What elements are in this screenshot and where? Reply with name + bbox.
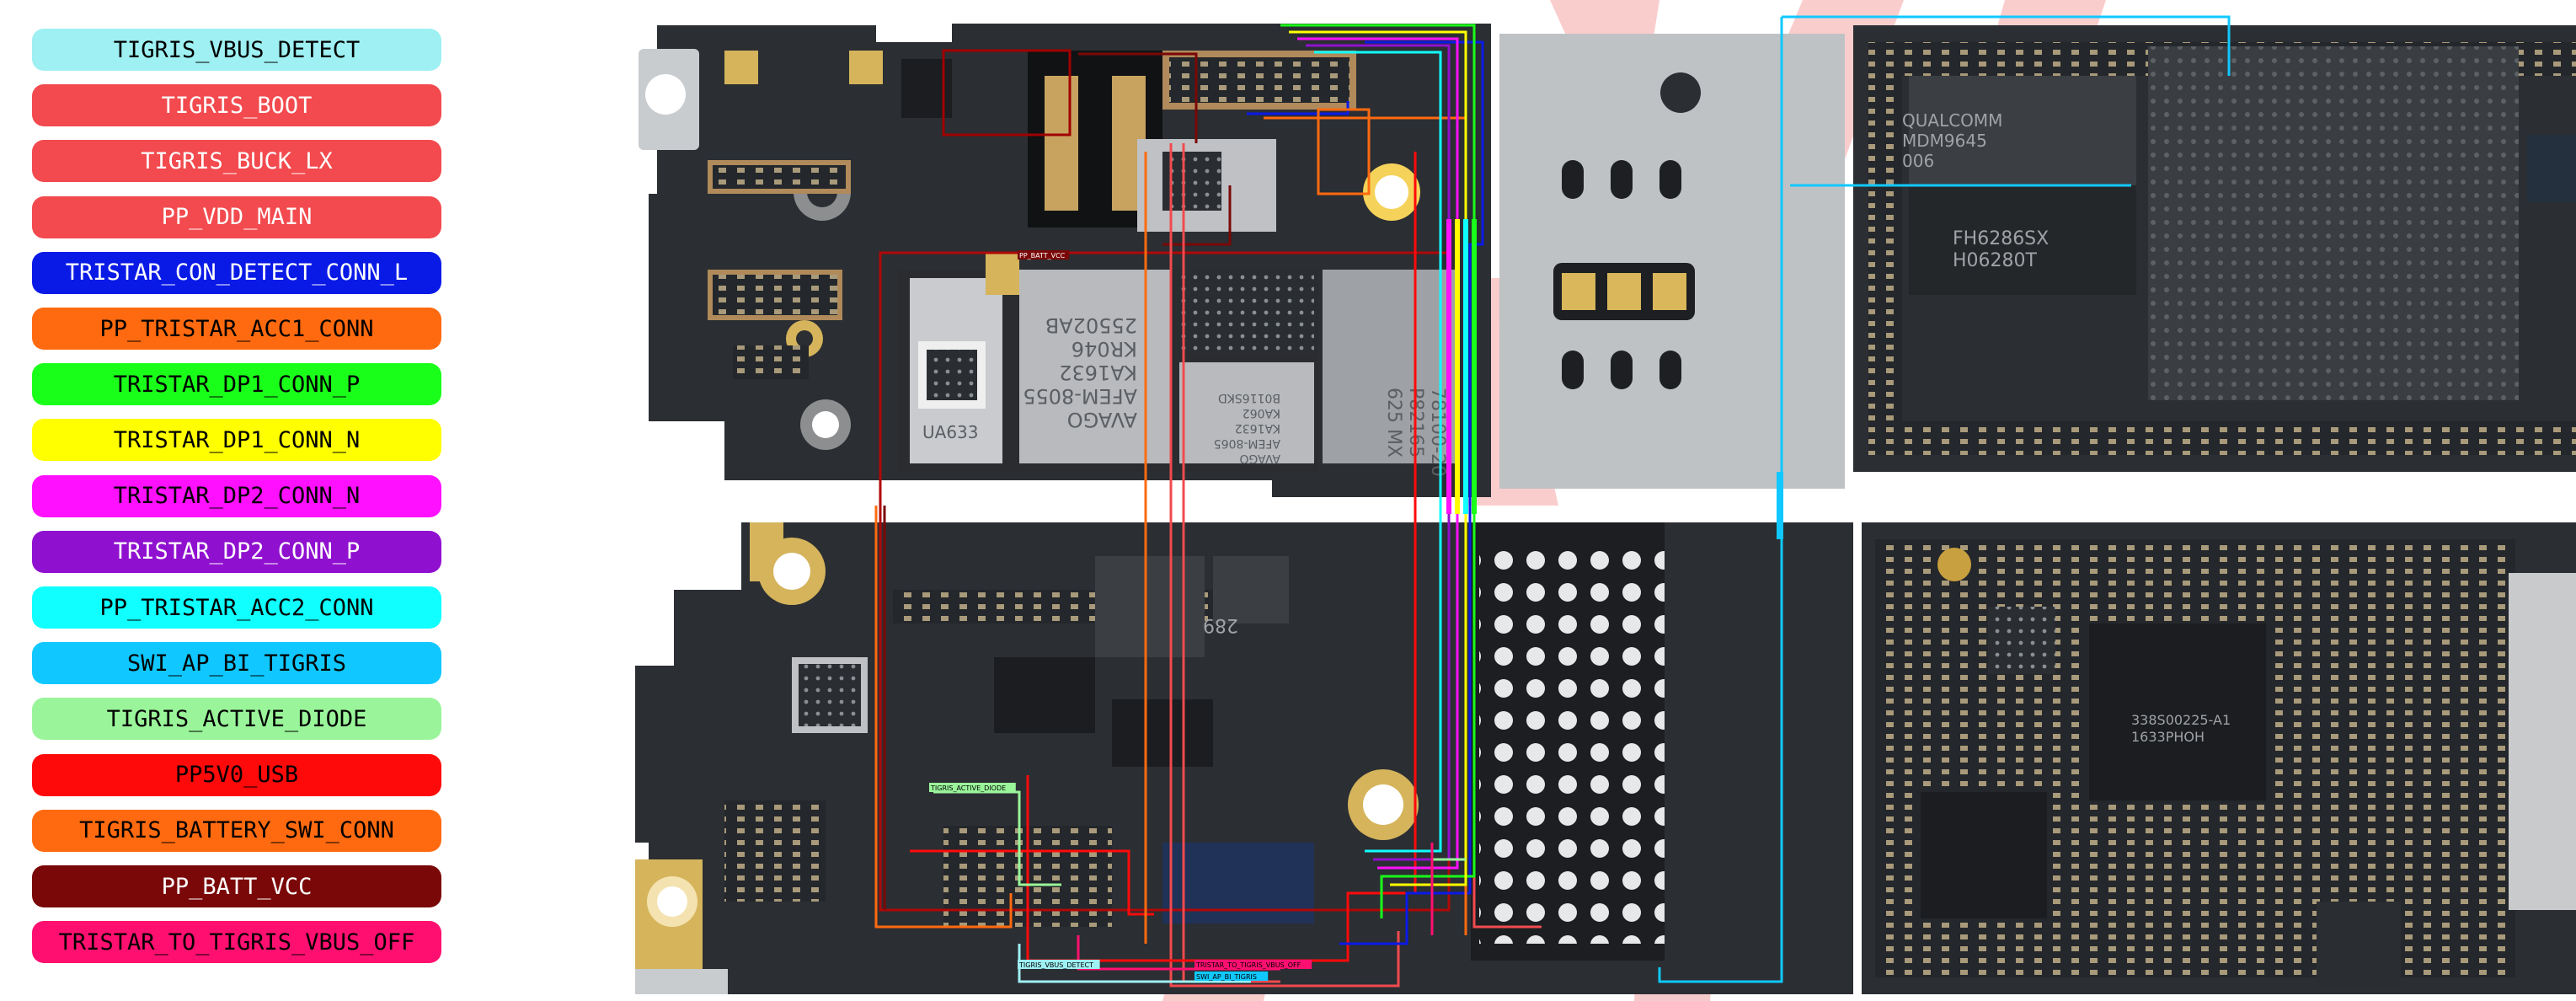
trace-label-bg <box>1194 972 1269 981</box>
chip-label-line: 78100-20 <box>1427 388 1448 477</box>
chip-label-line: 338S00225-A1 <box>2131 712 2231 728</box>
chip-label-line: KA1632 <box>1059 361 1137 384</box>
legend-item-tigris-vbus-detect: TIGRIS_VBUS_DETECT <box>32 29 441 71</box>
legend-item-tigris-boot: TIGRIS_BOOT <box>32 84 441 127</box>
trace-label: TIGRIS_ACTIVE_DIODE <box>930 784 1006 792</box>
highlight-tristar <box>942 49 1072 136</box>
trace-labels: PP_BATT_VCC TIGRIS_ACTIVE_DIODE TIGRIS_VBU… <box>929 250 1312 981</box>
chip-label-line: KR046 <box>1072 337 1137 361</box>
bottom-board <box>635 522 2576 994</box>
trace-tristar-con-detect <box>1339 40 1484 945</box>
legend-item-pp-batt-vcc: PP_BATT_VCC <box>32 865 441 907</box>
chip-label-line: FH6286SX <box>1953 228 2049 249</box>
chip-label-line: AVAGO <box>1239 452 1280 465</box>
highlight-connector <box>1317 108 1371 195</box>
trace-label-bg <box>1018 250 1070 260</box>
legend-item-swi-ap-bi-tigris: SWI_AP_BI_TIGRIS <box>32 642 441 685</box>
legend-item-tristar-to-tigris-vbus-off: TRISTAR_TO_TIGRIS_VBUS_OFF <box>32 921 441 964</box>
trace-tristar-con-detect-2 <box>1247 101 1349 115</box>
chip-label-line: 1633PHOH <box>2131 729 2205 745</box>
chip-label-line: 625 MX <box>1383 388 1404 458</box>
chip-label-line: 25502AB <box>1045 313 1137 337</box>
legend-item-pp5v0-usb: PP5V0_USB <box>32 753 441 796</box>
trace-label-bg <box>929 783 1016 792</box>
legend-item-pp-tristar-acc1-conn: PP_TRISTAR_ACC1_CONN <box>32 308 441 350</box>
top-board <box>639 24 2576 497</box>
trace-tigris-vbus-detect <box>1018 944 1251 983</box>
chip-label-line: H06280T <box>1953 250 2038 271</box>
chip-label-line: MDM9645 <box>1902 131 1987 151</box>
trace-pp5v0-usb <box>1026 152 1417 962</box>
trace-pp-batt-vcc <box>879 251 1451 912</box>
chip-label-line: AFEM-8055 <box>1023 384 1137 408</box>
chip-label-ua633: UA633 <box>922 422 979 442</box>
chip-label-line: KA062 <box>1243 406 1280 420</box>
chip-label-line: KA1632 <box>1235 421 1280 435</box>
trace-tristar-dp1-p <box>1280 24 1476 918</box>
chip-label-line: UA633 <box>922 422 979 442</box>
chip-label-line: AFEM-8065 <box>1214 436 1280 450</box>
trace-label: SWI_AP_BI_TIGRIS <box>1196 973 1257 981</box>
trace-label-bg <box>1194 960 1312 969</box>
legend-item-pp-tristar-acc2-conn: PP_TRISTAR_ACC2_CONN <box>32 586 441 629</box>
chip-label-line: AVAGO <box>1067 408 1137 431</box>
legend-item-tristar-dp2-conn-p: TRISTAR_DP2_CONN_P <box>32 530 441 573</box>
trace-label: PP_BATT_VCC <box>1019 252 1066 260</box>
chip-label-line: 289 <box>1203 614 1238 635</box>
trace-label-bg <box>1018 960 1100 969</box>
legend-item-tigris-buck-lx: TIGRIS_BUCK_LX <box>32 140 441 183</box>
net-traces <box>874 15 2231 988</box>
trace-pp-batt-vcc-2 <box>883 185 1232 910</box>
legend-item-tristar-dp2-conn-n: TRISTAR_DP2_CONN_N <box>32 474 441 517</box>
trace-label: TRISTAR_TO_TIGRIS_VBUS_OFF <box>1195 961 1301 969</box>
legend-item-tristar-con-detect-conn-l: TRISTAR_CON_DETECT_CONN_L <box>32 251 441 294</box>
legend-item-pp-vdd-main: PP_VDD_MAIN <box>32 195 441 238</box>
trace-pp-batt-vcc-top <box>1078 52 1198 143</box>
chip-label-line: B0116SKD <box>1218 391 1280 404</box>
chip-label-line: QUALCOMM <box>1902 110 2002 131</box>
legend-item-tristar-dp1-conn-p: TRISTAR_DP1_CONN_P <box>32 363 441 406</box>
trace-pp-tristar-acc2 <box>1314 51 1442 853</box>
chip-label-small289: 289 <box>1203 614 1238 635</box>
legend-item-tigris-active-diode: TIGRIS_ACTIVE_DIODE <box>32 698 441 741</box>
trace-tigris-boot <box>1169 143 1400 988</box>
trace-label: TIGRIS_VBUS_DETECT <box>1018 961 1093 969</box>
legend-item-tristar-dp1-conn-n: TRISTAR_DP1_CONN_N <box>32 419 441 462</box>
chip-label-line: 006 <box>1902 151 1934 171</box>
trace-tigris-battery-swi <box>874 152 1147 944</box>
chip-labels: QUALCOMMMDM9645006FH6286SXH06280TAVAGOAF… <box>922 110 2231 745</box>
legend-item-tigris-battery-swi-conn: TIGRIS_BATTERY_SWI_CONN <box>32 809 441 852</box>
